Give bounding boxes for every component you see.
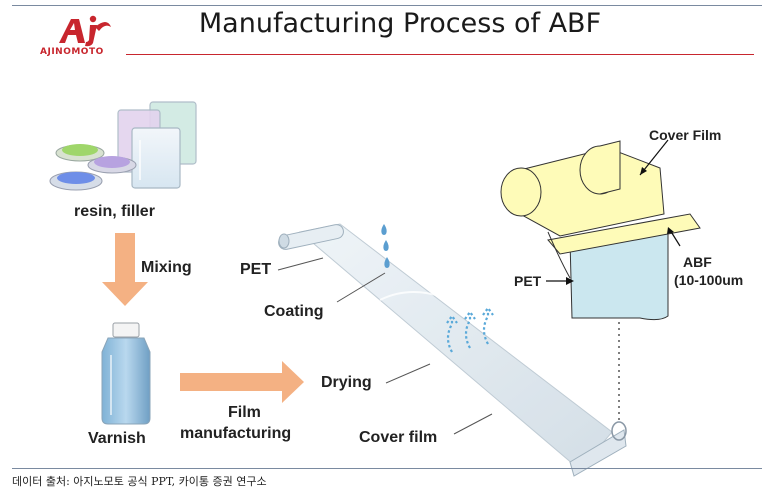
- cover-film-label: Cover film: [359, 429, 438, 446]
- varnish-label: Varnish: [88, 430, 146, 447]
- film-illustration: [278, 223, 627, 477]
- varnish-bottle-icon: [101, 322, 151, 425]
- inset-abf-label: ABF: [683, 254, 712, 270]
- ajinomoto-logo-icon: [59, 15, 111, 47]
- footer-rule: [12, 468, 762, 469]
- source-note: 데이터 출처: 아지노모토 공식 PPT, 카이통 증권 연구소: [12, 475, 267, 488]
- inset-cover-film-label: Cover Film: [649, 127, 722, 143]
- top-rule: [12, 5, 762, 6]
- beakers-illustration: [49, 101, 197, 191]
- manufacturing-label: manufacturing: [180, 425, 292, 442]
- inset-abf-leader: [669, 229, 681, 247]
- inset-abf-arrowhead-icon: [667, 227, 674, 234]
- coating-label: Coating: [264, 303, 324, 320]
- mixing-arrow-icon: [102, 233, 148, 306]
- film-manufacturing-arrow-icon: [180, 361, 304, 403]
- cover-film-leader: [453, 413, 493, 435]
- coating-leader: [336, 272, 386, 303]
- pet-label: PET: [240, 261, 272, 278]
- inset-pet-label: PET: [514, 273, 542, 289]
- coating-droplets-icon: [381, 224, 390, 268]
- abf-roll-inset: [500, 140, 701, 321]
- page-title: Manufacturing Process of ABF: [198, 8, 602, 39]
- mixing-label: Mixing: [141, 259, 192, 276]
- drying-label: Drying: [321, 374, 372, 391]
- logo-text: AJINOMOTO: [40, 47, 104, 57]
- drying-airflow-icon: [446, 306, 494, 353]
- inset-pet-arrowhead-icon: [566, 277, 574, 285]
- resin-filler-label: resin, filler: [74, 203, 155, 220]
- pet-leader: [277, 257, 324, 271]
- title-rule: [126, 54, 754, 55]
- drying-leader: [385, 363, 431, 384]
- film-label: Film: [228, 404, 261, 421]
- inset-thickness-label: (10-100um: [674, 272, 744, 288]
- inset-cover-film-arrowhead-icon: [640, 167, 647, 175]
